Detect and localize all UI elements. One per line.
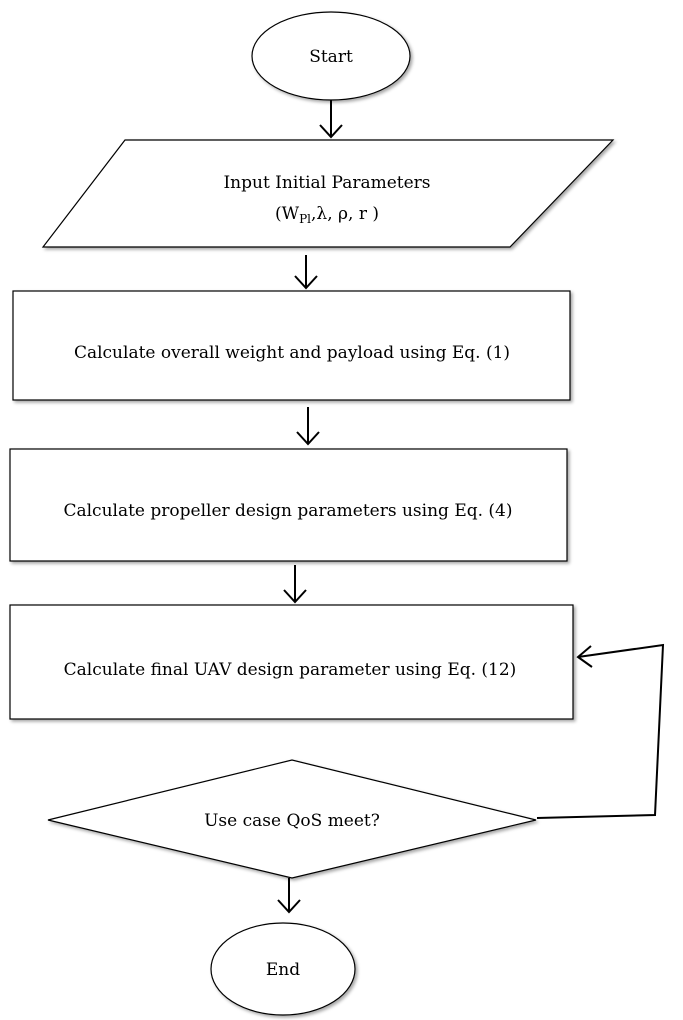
end-label: End [266, 960, 300, 980]
process-propeller-design-label: Calculate propeller design parameters us… [63, 501, 512, 521]
start-node: Start [251, 11, 411, 101]
arrow-input-to-step1 [294, 255, 318, 290]
param-rest: ,λ, ρ, r ) [311, 204, 379, 224]
arrow-start-to-input [319, 100, 343, 139]
arrow-step2-to-step3 [283, 565, 307, 604]
process-final-uav-design: Calculate final UAV design parameter usi… [9, 604, 574, 720]
input-parameters-node: Input Initial Parameters (WPl,λ, ρ, r ) [41, 139, 615, 248]
process-final-uav-design-label: Calculate final UAV design parameter usi… [64, 660, 517, 680]
end-node: End [210, 922, 356, 1016]
process-propeller-design: Calculate propeller design parameters us… [9, 448, 568, 562]
param-w: (W [275, 204, 300, 224]
arrow-decision-to-end [277, 878, 301, 914]
input-parameters-label: Input Initial Parameters [223, 173, 430, 193]
process-overall-weight-label: Calculate overall weight and payload usi… [74, 343, 510, 363]
decision-qos-node: Use case QoS meet? [47, 759, 537, 879]
arrow-loop-back-to-step3 [536, 643, 665, 819]
process-overall-weight: Calculate overall weight and payload usi… [12, 290, 571, 401]
start-label: Start [309, 47, 353, 67]
input-parameters-symbols: (WPl,λ, ρ, r ) [275, 204, 379, 226]
arrow-step1-to-step2 [296, 407, 320, 446]
param-w-subscript: Pl [299, 212, 311, 226]
decision-qos-label: Use case QoS meet? [204, 811, 380, 831]
